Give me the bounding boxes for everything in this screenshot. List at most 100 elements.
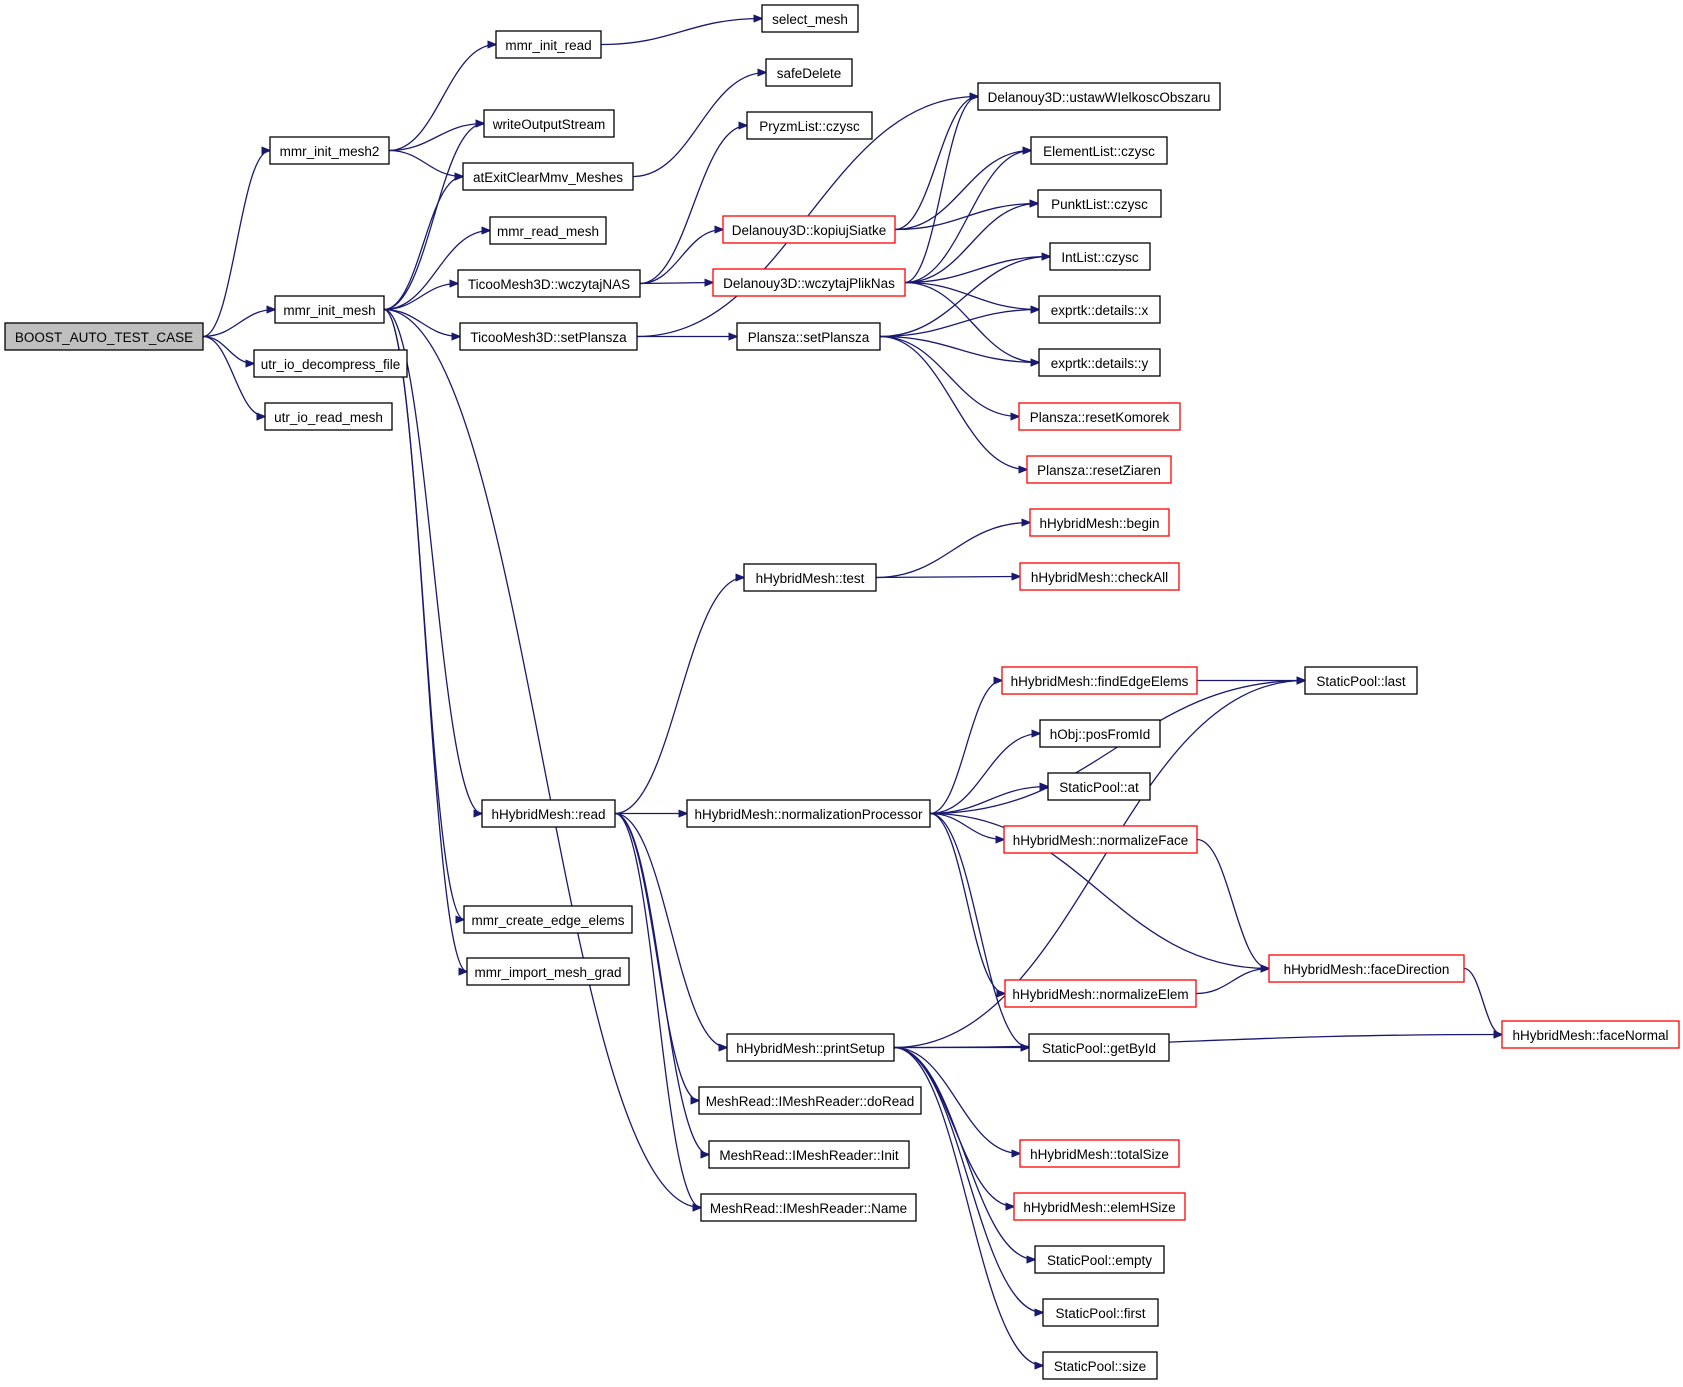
node-boost[interactable]: BOOST_AUTO_TEST_CASE: [4, 322, 204, 351]
node-box-hHybridMesh_totalSize[interactable]: [1019, 1139, 1180, 1168]
node-Plansza_setPlansza[interactable]: Plansza::setPlansza: [736, 322, 881, 351]
node-box-Delanouy3D_kopiujSiatke[interactable]: [722, 215, 896, 244]
node-StaticPool_empty[interactable]: StaticPool::empty: [1034, 1245, 1165, 1274]
node-box-Plansza_setPlansza[interactable]: [736, 322, 881, 351]
node-StaticPool_at[interactable]: StaticPool::at: [1047, 772, 1151, 801]
node-MeshRead_Init[interactable]: MeshRead::IMeshReader::Init: [708, 1140, 910, 1169]
node-box-hHybridMesh_checkAll[interactable]: [1019, 562, 1180, 591]
node-hObj_posFromId[interactable]: hObj::posFromId: [1039, 719, 1161, 748]
node-hHybridMesh_faceDirection[interactable]: hHybridMesh::faceDirection: [1268, 954, 1465, 983]
node-box-MeshRead_Init[interactable]: [708, 1140, 910, 1169]
node-hHybridMesh_normalizeElem[interactable]: hHybridMesh::normalizeElem: [1004, 979, 1197, 1008]
node-box-safeDelete[interactable]: [765, 58, 853, 87]
node-box-StaticPool_empty[interactable]: [1034, 1245, 1165, 1274]
node-MeshRead_Name[interactable]: MeshRead::IMeshReader::Name: [700, 1193, 917, 1222]
node-box-utr_io_read_mesh[interactable]: [264, 402, 393, 431]
node-box-mmr_init_read[interactable]: [495, 30, 602, 59]
node-IntList_czysc[interactable]: IntList::czysc: [1049, 242, 1151, 271]
node-PryzmList_czysc[interactable]: PryzmList::czysc: [746, 111, 873, 140]
node-box-utr_io_decompress_file[interactable]: [253, 349, 408, 378]
node-box-PunktList_czysc[interactable]: [1037, 189, 1162, 218]
node-Delanouy3D_ustaw[interactable]: Delanouy3D::ustawWIelkoscObszaru: [977, 82, 1221, 111]
node-box-hHybridMesh_faceDirection[interactable]: [1268, 954, 1465, 983]
node-box-hHybridMesh_printSetup[interactable]: [726, 1033, 895, 1062]
node-box-hHybridMesh_normalizationProcessor[interactable]: [686, 799, 931, 828]
node-hHybridMesh_findEdgeElems[interactable]: hHybridMesh::findEdgeElems: [1001, 666, 1198, 695]
node-box-PryzmList_czysc[interactable]: [746, 111, 873, 140]
node-hHybridMesh_totalSize[interactable]: hHybridMesh::totalSize: [1019, 1139, 1180, 1168]
node-hHybridMesh_faceNormal[interactable]: hHybridMesh::faceNormal: [1501, 1020, 1680, 1049]
node-box-writeOutputStream[interactable]: [483, 109, 615, 138]
node-writeOutputStream[interactable]: writeOutputStream: [483, 109, 615, 138]
node-box-Delanouy3D_wczytajPlikNas[interactable]: [712, 268, 906, 297]
node-box-mmr_read_mesh[interactable]: [489, 216, 607, 245]
node-box-TicooMesh3D_setPlansza[interactable]: [459, 322, 638, 351]
node-box-Plansza_resetKomorek[interactable]: [1018, 402, 1181, 431]
node-box-mmr_import_mesh_grad[interactable]: [466, 957, 630, 986]
node-box-atExitClearMmv_Meshes[interactable]: [462, 162, 634, 191]
node-box-hHybridMesh_faceNormal[interactable]: [1501, 1020, 1680, 1049]
node-hHybridMesh_printSetup[interactable]: hHybridMesh::printSetup: [726, 1033, 895, 1062]
node-MeshRead_doRead[interactable]: MeshRead::IMeshReader::doRead: [698, 1086, 922, 1115]
node-box-select_mesh[interactable]: [761, 4, 859, 33]
node-box-ElementList_czysc[interactable]: [1030, 136, 1168, 165]
node-hHybridMesh_checkAll[interactable]: hHybridMesh::checkAll: [1019, 562, 1180, 591]
node-box-MeshRead_Name[interactable]: [700, 1193, 917, 1222]
node-box-mmr_init_mesh2[interactable]: [269, 136, 390, 165]
node-box-hHybridMesh_read[interactable]: [481, 799, 616, 828]
node-box-mmr_create_edge_elems[interactable]: [463, 905, 633, 934]
node-box-MeshRead_doRead[interactable]: [698, 1086, 922, 1115]
node-Plansza_resetKomorek[interactable]: Plansza::resetKomorek: [1018, 402, 1181, 431]
node-box-StaticPool_last[interactable]: [1304, 666, 1418, 695]
node-box-StaticPool_getById[interactable]: [1028, 1033, 1170, 1062]
node-box-StaticPool_first[interactable]: [1042, 1298, 1159, 1327]
node-box-hHybridMesh_elemHSize[interactable]: [1013, 1192, 1186, 1221]
node-atExitClearMmv_Meshes[interactable]: atExitClearMmv_Meshes: [462, 162, 634, 191]
node-box-hHybridMesh_normalizeFace[interactable]: [1003, 825, 1198, 854]
node-box-hHybridMesh_test[interactable]: [743, 563, 877, 592]
node-hHybridMesh_normalizationProcessor[interactable]: hHybridMesh::normalizationProcessor: [686, 799, 931, 828]
node-mmr_init_mesh2[interactable]: mmr_init_mesh2: [269, 136, 390, 165]
node-box-hObj_posFromId[interactable]: [1039, 719, 1161, 748]
node-mmr_create_edge_elems[interactable]: mmr_create_edge_elems: [463, 905, 633, 934]
node-PunktList_czysc[interactable]: PunktList::czysc: [1037, 189, 1162, 218]
node-box-exprtk_y[interactable]: [1038, 348, 1161, 377]
node-box-hHybridMesh_findEdgeElems[interactable]: [1001, 666, 1198, 695]
node-utr_io_read_mesh[interactable]: utr_io_read_mesh: [264, 402, 393, 431]
node-TicooMesh3D_wczytajNAS[interactable]: TicooMesh3D::wczytajNAS: [457, 269, 641, 298]
node-hHybridMesh_normalizeFace[interactable]: hHybridMesh::normalizeFace: [1003, 825, 1198, 854]
node-utr_io_decompress_file[interactable]: utr_io_decompress_file: [253, 349, 408, 378]
node-box-boost[interactable]: [4, 322, 204, 351]
node-ElementList_czysc[interactable]: ElementList::czysc: [1030, 136, 1168, 165]
node-StaticPool_first[interactable]: StaticPool::first: [1042, 1298, 1159, 1327]
node-select_mesh[interactable]: select_mesh: [761, 4, 859, 33]
node-Plansza_resetZiaren[interactable]: Plansza::resetZiaren: [1026, 455, 1172, 484]
node-mmr_read_mesh[interactable]: mmr_read_mesh: [489, 216, 607, 245]
node-safeDelete[interactable]: safeDelete: [765, 58, 853, 87]
node-TicooMesh3D_setPlansza[interactable]: TicooMesh3D::setPlansza: [459, 322, 638, 351]
node-box-hHybridMesh_begin[interactable]: [1029, 508, 1170, 537]
node-box-TicooMesh3D_wczytajNAS[interactable]: [457, 269, 641, 298]
node-Delanouy3D_wczytajPlikNas[interactable]: Delanouy3D::wczytajPlikNas: [712, 268, 906, 297]
node-box-StaticPool_size[interactable]: [1042, 1351, 1158, 1380]
node-exprtk_y[interactable]: exprtk::details::y: [1038, 348, 1161, 377]
node-StaticPool_size[interactable]: StaticPool::size: [1042, 1351, 1158, 1380]
node-box-hHybridMesh_normalizeElem[interactable]: [1004, 979, 1197, 1008]
node-hHybridMesh_elemHSize[interactable]: hHybridMesh::elemHSize: [1013, 1192, 1186, 1221]
node-hHybridMesh_test[interactable]: hHybridMesh::test: [743, 563, 877, 592]
node-box-StaticPool_at[interactable]: [1047, 772, 1151, 801]
node-box-mmr_init_mesh[interactable]: [274, 295, 385, 324]
node-exprtk_x[interactable]: exprtk::details::x: [1038, 295, 1161, 324]
node-box-Delanouy3D_ustaw[interactable]: [977, 82, 1221, 111]
node-hHybridMesh_begin[interactable]: hHybridMesh::begin: [1029, 508, 1170, 537]
node-StaticPool_getById[interactable]: StaticPool::getById: [1028, 1033, 1170, 1062]
node-StaticPool_last[interactable]: StaticPool::last: [1304, 666, 1418, 695]
node-Delanouy3D_kopiujSiatke[interactable]: Delanouy3D::kopiujSiatke: [722, 215, 896, 244]
node-box-IntList_czysc[interactable]: [1049, 242, 1151, 271]
node-mmr_init_mesh[interactable]: mmr_init_mesh: [274, 295, 385, 324]
node-box-Plansza_resetZiaren[interactable]: [1026, 455, 1172, 484]
node-mmr_init_read[interactable]: mmr_init_read: [495, 30, 602, 59]
node-box-exprtk_x[interactable]: [1038, 295, 1161, 324]
node-hHybridMesh_read[interactable]: hHybridMesh::read: [481, 799, 616, 828]
node-mmr_import_mesh_grad[interactable]: mmr_import_mesh_grad: [466, 957, 630, 986]
